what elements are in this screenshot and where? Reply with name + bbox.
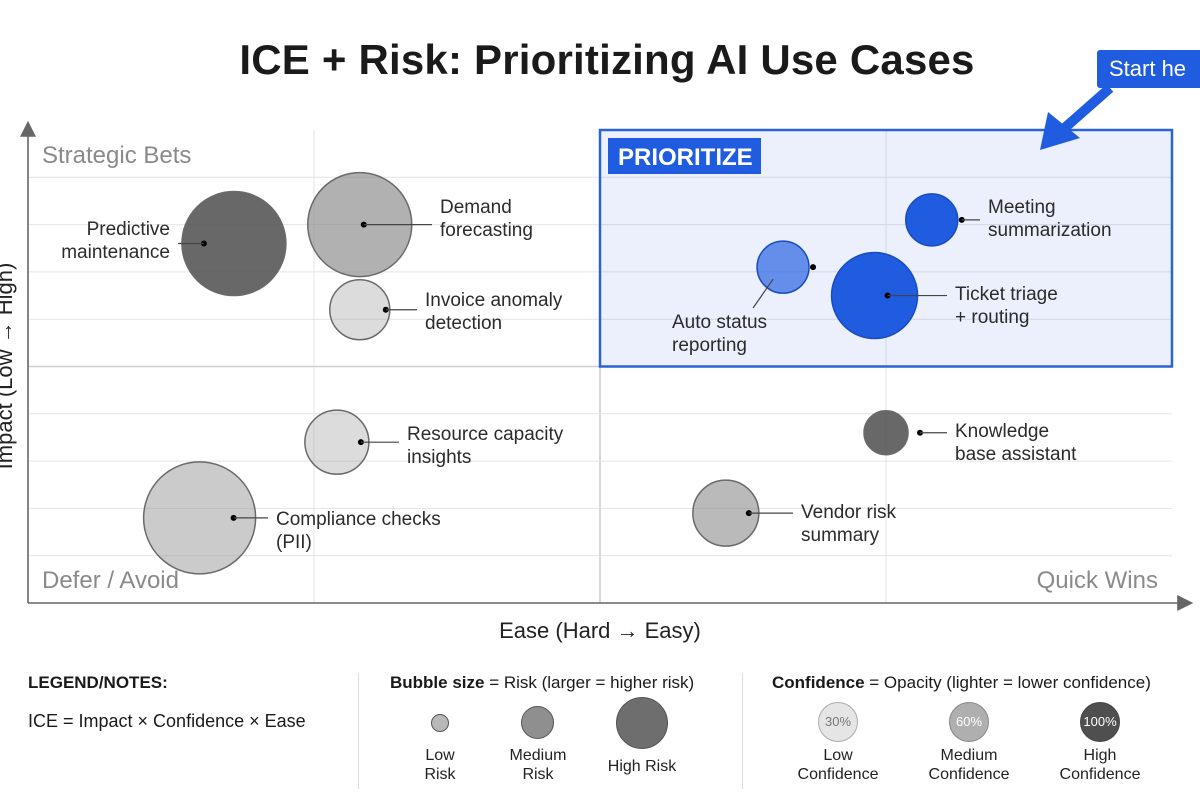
bubble-label-line: Knowledge — [955, 421, 1049, 442]
bubble-label-line: base assistant — [955, 444, 1077, 465]
bubble-size-heading-bold: Bubble size — [390, 673, 485, 692]
bubble-label-line: Invoice anomaly — [425, 290, 563, 311]
bubble-label-line: Predictive — [87, 219, 170, 240]
bubble-label: Ticket triage+ routing — [955, 284, 1058, 328]
medium-confidence-label-line1: Medium — [940, 747, 998, 764]
high-risk-bubble — [616, 697, 668, 749]
legend-divider — [742, 673, 743, 789]
bubble-label-line: detection — [425, 313, 502, 334]
bubble-label-line: summary — [801, 525, 880, 546]
ice-formula: ICE = Impact × Confidence × Ease — [28, 711, 306, 731]
quadrant-label-defer-avoid: Defer / Avoid — [42, 567, 179, 594]
medium-confidence-label-line2: Confidence — [928, 766, 1010, 783]
low-confidence-label-line1: Low — [823, 747, 853, 764]
bubble — [329, 278, 391, 341]
low-risk-label: Low Risk — [400, 746, 480, 784]
low-confidence-label: Low Confidence — [783, 746, 893, 784]
bubble-label-line: maintenance — [61, 242, 170, 263]
callout-arrow-shaft — [1056, 84, 1114, 136]
confidence-heading: Confidence = Opacity (lighter = lower co… — [772, 673, 1151, 693]
low-risk-bubble — [431, 714, 449, 732]
chart-title: ICE + Risk: Prioritizing AI Use Cases — [239, 36, 975, 83]
callout-arrow-head — [1040, 112, 1080, 150]
bubble-size-heading-rest: = Risk (larger = higher risk) — [484, 673, 695, 692]
prioritize-label: PRIORITIZE — [618, 144, 753, 171]
leader-line — [752, 278, 774, 309]
bubble-size-heading: Bubble size = Risk (larger = higher risk… — [390, 673, 694, 693]
high-risk-label: High Risk — [592, 757, 692, 776]
bubble-label-line: insights — [407, 447, 471, 468]
high-confidence-bubble: 100% — [1080, 702, 1120, 742]
high-risk-label-line1: High Risk — [607, 758, 677, 775]
confidence-heading-bold: Confidence — [772, 673, 865, 692]
low-confidence-bubble: 30% — [818, 702, 858, 742]
start-here-callout: Start he — [1097, 50, 1200, 88]
bubble-label-line: Ticket triage — [955, 284, 1058, 305]
medium-risk-bubble — [521, 706, 554, 739]
bubble-label-line: Auto status — [672, 312, 767, 333]
bubble — [863, 409, 909, 456]
x-axis-label: Ease (Hard → Easy) — [499, 618, 701, 643]
medium-risk-label: Medium Risk — [493, 746, 583, 784]
confidence-heading-rest: = Opacity (lighter = lower confidence) — [864, 673, 1151, 692]
bubble — [905, 193, 959, 247]
prioritize-label-bg — [608, 138, 761, 174]
medium-risk-label-line1: Medium — [509, 747, 567, 764]
bubbles — [142, 171, 965, 575]
bubble-label-line: Resource capacity — [407, 424, 564, 445]
bubble-anchor-dot — [810, 264, 817, 271]
y-axis-label: Impact (Low → High) — [0, 263, 17, 470]
low-risk-label-line1: Low — [425, 747, 455, 764]
bubble-label-line: (PII) — [276, 532, 312, 553]
bubble-label-line: + routing — [955, 307, 1029, 328]
medium-confidence-label: Medium Confidence — [914, 746, 1024, 784]
bubble-label-line: reporting — [672, 335, 747, 356]
medium-confidence-bubble: 60% — [949, 702, 989, 742]
bubble-label-line: Demand — [440, 197, 512, 218]
bubble-label-line: Compliance checks — [276, 509, 441, 530]
callout-arrow — [1040, 84, 1114, 150]
bubble-label-line: summarization — [988, 220, 1112, 241]
low-risk-label-line2: Risk — [424, 766, 456, 783]
high-confidence-label-line2: Confidence — [1059, 766, 1141, 783]
bubble-label: Compliance checks(PII) — [276, 509, 441, 553]
low-confidence-label-line2: Confidence — [797, 766, 879, 783]
scatter-chart: PRIORITIZE Ease (Hard → Easy) Impact (Low… — [0, 84, 1194, 643]
quadrant-label-strategic-bets: Strategic Bets — [42, 142, 191, 169]
bubble-label-line: Meeting — [988, 197, 1056, 218]
bubble-label-line: forecasting — [440, 220, 533, 241]
quadrant-label-quick-wins: Quick Wins — [1037, 567, 1158, 594]
bubble — [756, 240, 810, 294]
axes: Ease (Hard → Easy) Impact (Low → High) — [0, 120, 1194, 643]
legend: LEGEND/NOTES: ICE = Impact × Confidence … — [0, 665, 1200, 795]
bubble-label-line: Vendor risk — [801, 502, 897, 523]
legend-divider — [358, 673, 359, 789]
high-confidence-label-line1: High — [1083, 747, 1117, 764]
medium-risk-label-line2: Risk — [522, 766, 554, 783]
legend-title: LEGEND/NOTES: — [28, 673, 168, 692]
high-confidence-label: High Confidence — [1045, 746, 1155, 784]
